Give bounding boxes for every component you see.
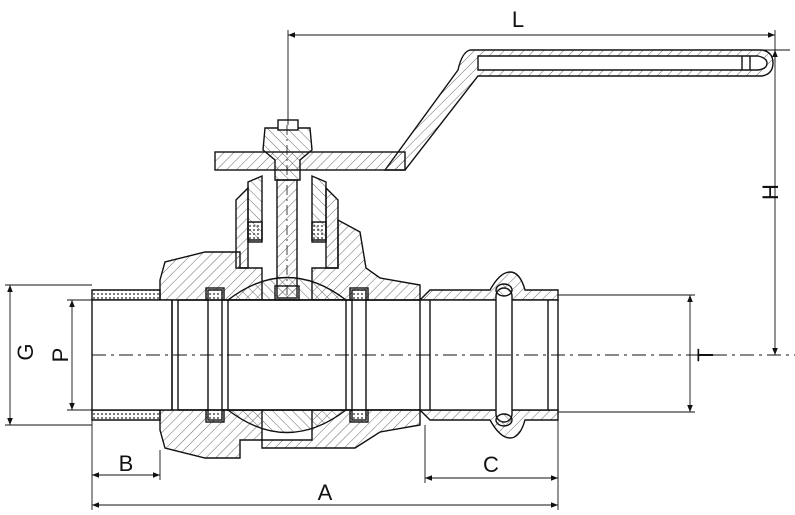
lever-handle (214, 49, 774, 171)
dim-label-G: G (13, 343, 38, 360)
dim-label-H: H (758, 184, 783, 200)
dim-label-A: A (318, 480, 333, 505)
dim-label-P: P (48, 348, 73, 363)
dim-label-L: L (512, 7, 524, 32)
dim-label-T: T (693, 348, 718, 361)
valve-body (159, 186, 421, 459)
bore-lines (178, 299, 420, 411)
dim-label-B: B (119, 451, 134, 476)
dimension-lines (5, 30, 790, 510)
dim-label-C: C (483, 452, 499, 477)
seats (205, 287, 369, 423)
